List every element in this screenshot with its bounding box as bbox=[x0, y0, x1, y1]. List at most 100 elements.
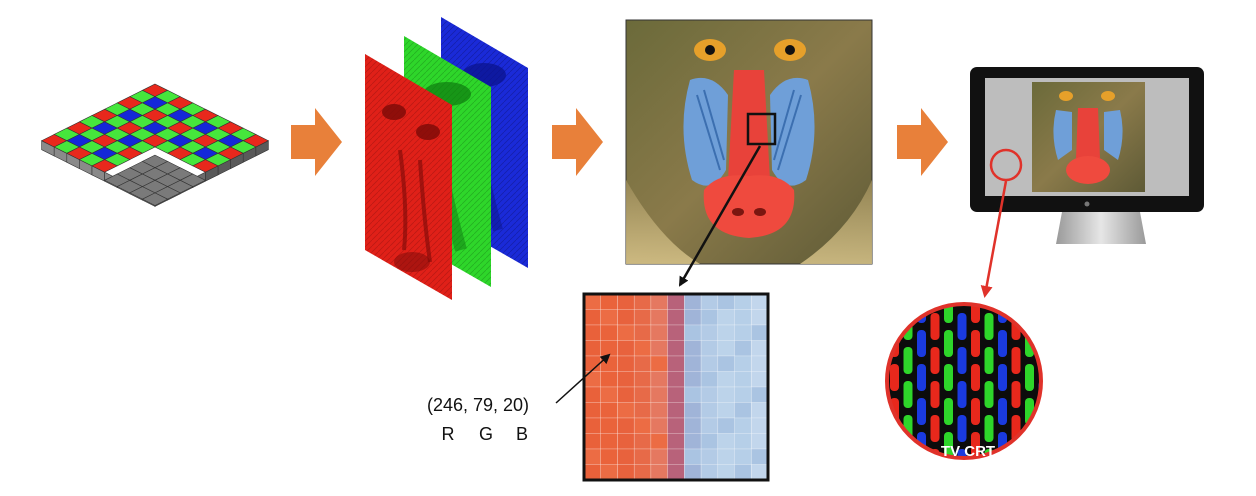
pixel-cell bbox=[717, 324, 735, 341]
pixel-cell bbox=[583, 433, 601, 450]
phosphor-dot bbox=[944, 330, 953, 357]
pixel-cell bbox=[684, 417, 702, 434]
phosphor-dot bbox=[930, 303, 940, 306]
phosphor-dot bbox=[917, 398, 926, 425]
pixel-cell bbox=[600, 293, 618, 310]
pixel-cell bbox=[734, 417, 752, 434]
crt-label: TV CRT bbox=[941, 443, 995, 460]
pixel-cell bbox=[700, 293, 719, 310]
pixel-cell bbox=[633, 293, 652, 310]
rgb-value-label: (246, 79, 20) bbox=[427, 395, 529, 415]
phosphor-dot bbox=[917, 364, 926, 391]
phosphor-dot bbox=[998, 262, 1007, 289]
phosphor-dot bbox=[984, 415, 994, 442]
phosphor-dot bbox=[930, 415, 940, 442]
phosphor-dot bbox=[998, 466, 1007, 493]
pixel-cell bbox=[650, 324, 668, 341]
phosphor-dot bbox=[998, 330, 1007, 357]
pixel-cell bbox=[633, 371, 652, 388]
pixel-cell bbox=[633, 309, 652, 326]
pixel-cell bbox=[734, 433, 752, 450]
pixel-grid-zoom bbox=[582, 292, 770, 482]
phosphor-dot bbox=[957, 449, 967, 459]
pixel-cell bbox=[667, 433, 685, 450]
pixel-cell bbox=[583, 402, 601, 419]
pixel-cell bbox=[667, 324, 685, 341]
phosphor-dot bbox=[917, 330, 926, 357]
pixel-cell bbox=[583, 417, 601, 434]
pixel-cell bbox=[717, 340, 735, 357]
phosphor-dot bbox=[971, 398, 980, 425]
pixel-cell bbox=[633, 340, 652, 357]
pixel-cell bbox=[617, 371, 635, 388]
pixel-cell bbox=[633, 355, 652, 372]
pixel-cell bbox=[650, 340, 668, 357]
pixel-grid-border bbox=[582, 292, 770, 482]
pixel-cell bbox=[633, 386, 652, 403]
b-channel-label: B bbox=[516, 424, 528, 444]
pixel-cell bbox=[684, 433, 702, 450]
flow-arrow-2 bbox=[552, 108, 603, 176]
pixel-cell bbox=[734, 340, 752, 357]
red-channel-layer bbox=[365, 54, 452, 300]
monitor-sample-circle bbox=[989, 148, 1023, 182]
pixel-cell bbox=[633, 464, 652, 481]
pixel-cell bbox=[734, 464, 752, 481]
phosphor-dot bbox=[971, 330, 980, 357]
pixel-cell bbox=[667, 309, 685, 326]
pixel-cell bbox=[734, 386, 752, 403]
pixel-cell bbox=[633, 417, 652, 434]
phosphor-dot bbox=[971, 303, 980, 323]
sample-region-box bbox=[746, 112, 777, 146]
phosphor-dot bbox=[930, 313, 940, 340]
phosphor-dot bbox=[984, 381, 994, 408]
flow-arrow-1 bbox=[291, 108, 342, 176]
pixel-cell bbox=[667, 417, 685, 434]
pixel-cell bbox=[617, 386, 635, 403]
flow-arrow-3 bbox=[897, 108, 948, 176]
crt-phosphor-zoom-icon: TV CRT bbox=[885, 262, 1043, 493]
zoom-arrow bbox=[678, 145, 762, 287]
phosphor-dot bbox=[998, 364, 1007, 391]
pixel-cell bbox=[600, 386, 618, 403]
phosphor-dot bbox=[903, 449, 913, 459]
pixel-cell bbox=[684, 309, 702, 326]
pixel-cell bbox=[700, 402, 719, 419]
pixel-cell bbox=[617, 340, 635, 357]
rgb-channel-layers-icon bbox=[365, 17, 528, 300]
phosphor-dot bbox=[1038, 313, 1042, 340]
phosphor-dot bbox=[890, 466, 899, 493]
pixel-cell bbox=[633, 324, 652, 341]
phosphor-dot bbox=[903, 381, 913, 408]
pixel-cell bbox=[700, 340, 719, 357]
phosphor-dot bbox=[890, 432, 899, 459]
pixel-pointer-arrow bbox=[555, 353, 611, 404]
phosphor-dot bbox=[998, 303, 1007, 323]
pixel-cell bbox=[600, 417, 618, 434]
phosphor-dot bbox=[998, 398, 1007, 425]
pixel-cell bbox=[667, 464, 685, 481]
phosphor-dot bbox=[890, 262, 899, 289]
pixel-cell bbox=[600, 402, 618, 419]
pixel-cell bbox=[751, 324, 769, 341]
pixel-cell bbox=[700, 448, 719, 465]
pixel-cell bbox=[684, 324, 702, 341]
pixel-cell bbox=[583, 324, 601, 341]
pixel-cell bbox=[650, 371, 668, 388]
pixel-cell bbox=[751, 309, 769, 326]
phosphor-dot bbox=[1025, 303, 1034, 323]
g-channel-label: G bbox=[479, 424, 493, 444]
pixel-cell bbox=[700, 417, 719, 434]
phosphor-dot bbox=[957, 303, 967, 306]
pixel-cell bbox=[734, 293, 752, 310]
pixel-cell bbox=[734, 355, 752, 372]
phosphor-dot bbox=[971, 432, 980, 459]
phosphor-dot bbox=[890, 303, 899, 323]
pixel-cell bbox=[600, 448, 618, 465]
pixel-cell bbox=[700, 464, 719, 481]
phosphor-dot bbox=[903, 347, 913, 374]
pixel-cell bbox=[751, 417, 769, 434]
phosphor-dot bbox=[957, 347, 967, 374]
pixel-cell bbox=[717, 386, 735, 403]
pixel-cell bbox=[734, 448, 752, 465]
